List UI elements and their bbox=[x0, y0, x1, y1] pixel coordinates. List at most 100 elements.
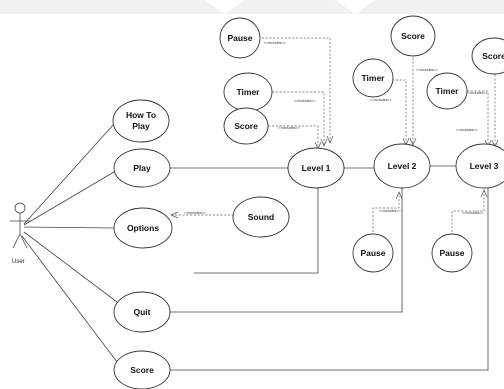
include-line bbox=[258, 37, 331, 142]
include-label: <<includes>> bbox=[264, 41, 286, 45]
usecase-score-level1: Score bbox=[223, 107, 269, 145]
usecase-level3: Level 3 bbox=[455, 143, 504, 189]
usecase-label-line-2: Play bbox=[132, 121, 150, 131]
usecase-label: Pause bbox=[227, 33, 252, 43]
usecase-label-line-1: How To bbox=[126, 110, 156, 120]
include-arrowhead bbox=[320, 138, 328, 147]
assoc-score bbox=[21, 235, 118, 363]
usecase-label: Sound bbox=[248, 212, 274, 222]
usecase-sound: Sound bbox=[232, 196, 290, 238]
usecase-label: Play bbox=[133, 163, 151, 173]
usecase-label: Quit bbox=[134, 307, 151, 317]
assoc-quit bbox=[23, 231, 118, 303]
include-arrowhead bbox=[409, 137, 417, 146]
include-label: <<includes>> bbox=[456, 128, 478, 132]
include-sound-options: <<includes>> bbox=[170, 211, 234, 219]
include-arrowhead bbox=[170, 211, 179, 219]
usecase-ellipse bbox=[426, 72, 468, 110]
usecase-label: Timer bbox=[436, 86, 460, 96]
usecase-ellipse bbox=[113, 148, 171, 188]
line-level1-down bbox=[194, 186, 319, 274]
include-label: <<includes>> bbox=[466, 91, 488, 95]
usecase-timer-level1: Timer bbox=[223, 72, 273, 112]
usecase-ellipse bbox=[352, 58, 394, 98]
usecase-timer-level2: Timer bbox=[352, 58, 394, 98]
include-label: <<includes>> bbox=[462, 211, 484, 215]
usecase-ellipse bbox=[352, 233, 394, 273]
usecase-score: Score bbox=[113, 350, 171, 389]
line-score-level3 bbox=[170, 182, 489, 371]
usecase-label: Pause bbox=[360, 248, 385, 258]
actor-head bbox=[14, 202, 26, 214]
usecase-ellipse bbox=[232, 196, 290, 238]
usecase-level1: Level 1 bbox=[287, 147, 345, 189]
include-label: <<includes>> bbox=[379, 209, 401, 213]
include-pause-level1: <<includes>> bbox=[258, 37, 334, 144]
usecase-play: Play bbox=[113, 148, 171, 188]
assoc-play bbox=[23, 171, 115, 226]
include-pause-level2: <<includes>> bbox=[372, 191, 403, 236]
usecase-ellipse bbox=[287, 147, 345, 189]
include-arrowhead bbox=[395, 191, 403, 200]
include-label: <<includes>> bbox=[294, 99, 316, 103]
include-line bbox=[272, 91, 325, 145]
usecase-label: Timer bbox=[362, 73, 386, 83]
line-quit-level2 bbox=[170, 188, 403, 313]
include-line bbox=[268, 125, 319, 148]
usecase-label: Level 1 bbox=[302, 163, 331, 173]
assoc-how-to-play bbox=[23, 123, 115, 225]
include-label: <<includes>> bbox=[370, 98, 392, 102]
usecase-label: Level 2 bbox=[388, 161, 417, 171]
usecase-label: Options bbox=[127, 223, 159, 233]
usecase-pause-level3: Pause bbox=[431, 233, 473, 273]
include-timer-level1: <<includes>> bbox=[272, 91, 328, 147]
usecase-ellipse bbox=[113, 350, 171, 389]
top-header-band bbox=[0, 0, 504, 14]
usecase-label: Score bbox=[482, 51, 504, 61]
include-arrowhead bbox=[480, 189, 488, 198]
usecase-ellipse bbox=[471, 37, 504, 75]
usecase-ellipse bbox=[455, 143, 504, 189]
usecase-level2: Level 2 bbox=[373, 143, 431, 189]
include-line bbox=[392, 79, 407, 144]
usecase-ellipse bbox=[223, 107, 269, 145]
actor-label: User bbox=[12, 259, 25, 265]
include-arrowhead bbox=[326, 135, 334, 144]
include-line bbox=[372, 193, 400, 236]
include-label: <<includes>> bbox=[278, 126, 300, 130]
usecase-ellipse bbox=[112, 99, 170, 143]
usecase-label: Score bbox=[130, 365, 154, 375]
usecase-ellipse bbox=[390, 15, 436, 57]
include-line bbox=[467, 90, 489, 146]
usecase-ellipse bbox=[113, 291, 171, 333]
usecase-ellipse bbox=[431, 233, 473, 273]
usecase-label: Level 3 bbox=[470, 161, 499, 171]
usecase-options: Options bbox=[113, 207, 173, 249]
include-pause-level3: <<includes>> bbox=[451, 189, 488, 236]
include-line bbox=[451, 191, 485, 236]
usecase-quit: Quit bbox=[113, 291, 171, 333]
usecase-ellipse bbox=[219, 17, 261, 59]
usecase-label: Pause bbox=[439, 248, 464, 258]
header-notch bbox=[335, 0, 375, 14]
include-label: <<includes>> bbox=[416, 68, 438, 72]
actor-left-leg bbox=[12, 233, 21, 249]
include-score-level2: <<includes>> bbox=[409, 50, 438, 146]
include-score-level3 bbox=[491, 67, 499, 148]
usecase-pause-level1: Pause bbox=[219, 17, 261, 59]
include-score-level1: <<includes>> bbox=[268, 125, 322, 150]
header-notch bbox=[205, 0, 245, 14]
usecase-ellipse bbox=[113, 207, 173, 249]
usecase-label: Score bbox=[234, 121, 258, 131]
include-label: <<includes>> bbox=[184, 211, 206, 215]
usecase-timer-level3: Timer bbox=[426, 72, 468, 110]
usecase-label: Timer bbox=[237, 87, 261, 97]
usecase-score-level3: Score bbox=[471, 37, 504, 75]
usecase-pause-level2: Pause bbox=[352, 233, 394, 273]
actor-right-leg bbox=[19, 233, 28, 249]
user-actor: User bbox=[10, 202, 30, 265]
usecase-ellipse bbox=[373, 143, 431, 189]
usecase-label: Score bbox=[401, 31, 425, 41]
usecase-how-to-play: How To Play bbox=[112, 99, 170, 143]
